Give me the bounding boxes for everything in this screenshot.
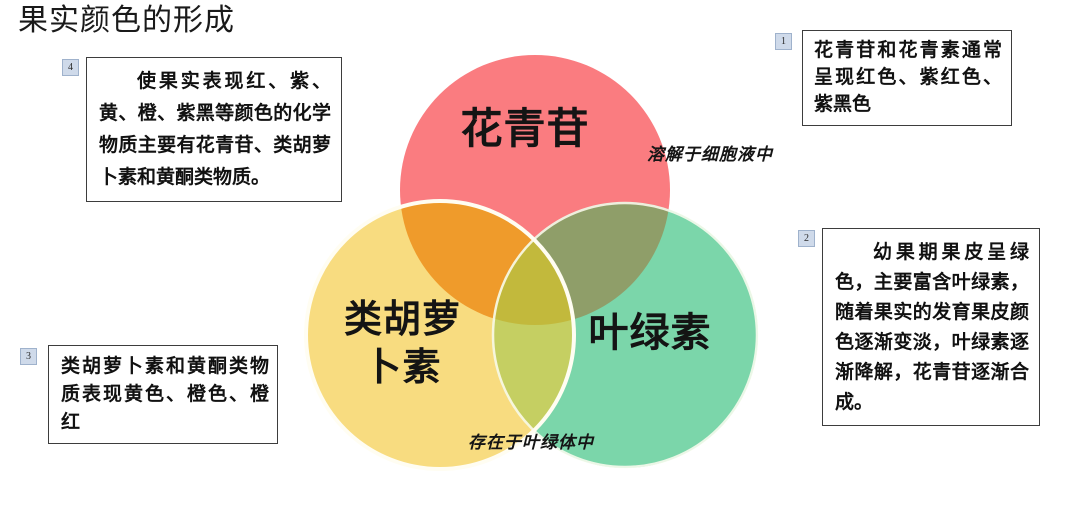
callout-tag-1: 1 xyxy=(775,33,792,50)
annotation-chloroplast: 存在于叶绿体中 xyxy=(468,433,594,453)
venn-svg xyxy=(304,55,759,471)
page-title: 果实颜色的形成 xyxy=(18,3,235,38)
callout-tag-4: 4 xyxy=(62,59,79,76)
callout-box-4: 使果实表现红、紫、黄、橙、紫黑等颜色的化学物质主要有花青苷、类胡萝卜素和黄酮类物… xyxy=(86,57,342,202)
venn-outline-chlorophyll xyxy=(491,201,759,469)
callout-box-2: 幼果期果皮呈绿色，主要富含叶绿素，随着果实的发育果皮颜色逐渐变淡，叶绿素逐渐降解… xyxy=(822,228,1040,426)
callout-text-1: 花青苷和花青素通常呈现红色、紫红色、紫黑色 xyxy=(814,39,1002,115)
venn-diagram xyxy=(290,45,770,485)
venn-outline-carotenoid xyxy=(304,199,576,471)
callout-box-1: 花青苷和花青素通常呈现红色、紫红色、紫黑色 xyxy=(802,30,1012,126)
callout-text-2: 幼果期果皮呈绿色，主要富含叶绿素，随着果实的发育果皮颜色逐渐变淡，叶绿素逐渐降解… xyxy=(835,241,1029,413)
callout-tag-3: 3 xyxy=(20,348,37,365)
annotation-cell-sap: 溶解于细胞液中 xyxy=(647,145,773,165)
callout-box-3: 类胡萝卜素和黄酮类物质表现黄色、橙色、橙红 xyxy=(48,345,278,444)
overlap-red-yellow xyxy=(400,200,575,325)
callout-tag-2: 2 xyxy=(798,230,815,247)
callout-text-3: 类胡萝卜素和黄酮类物质表现黄色、橙色、橙红 xyxy=(61,355,269,433)
callout-text-4: 使果实表现红、紫、黄、橙、紫黑等颜色的化学物质主要有花青苷、类胡萝卜素和黄酮类物… xyxy=(99,70,331,188)
